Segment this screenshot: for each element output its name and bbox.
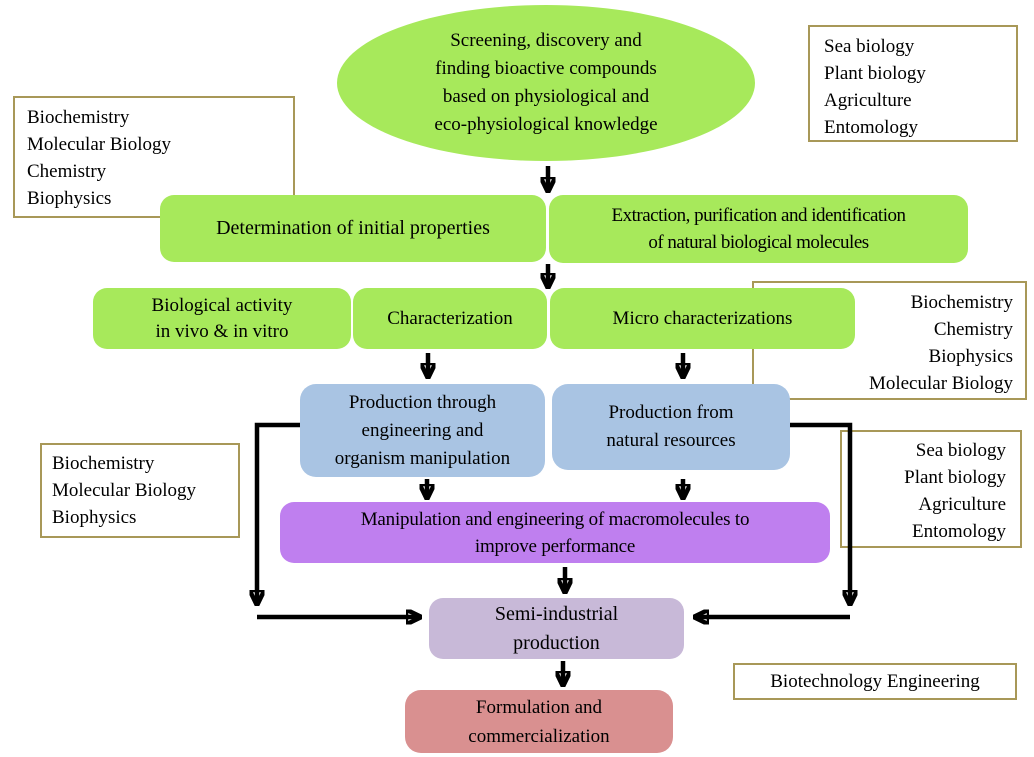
node-biological-activity: Biological activity in vivo & in vitro	[93, 288, 351, 349]
annotation-disciplines-lower-left: Biochemistry Molecular Biology Biophysic…	[40, 443, 240, 538]
node-semi-industrial-production: Semi-industrial production	[429, 598, 684, 659]
annotation-disciplines-top-left: Biochemistry Molecular Biology Chemistry…	[13, 96, 295, 218]
annotation-biotechnology-engineering: Biotechnology Engineering	[733, 663, 1017, 700]
node-micro-characterizations: Micro characterizations	[550, 288, 855, 349]
node-manipulation-macromolecules: Manipulation and engineering of macromol…	[280, 502, 830, 563]
node-extraction-purification: Extraction, purification and identificat…	[549, 195, 968, 263]
annotation-disciplines-lower-right: Sea biology Plant biology Agriculture En…	[840, 430, 1022, 548]
node-screening-discovery: Screening, discovery and finding bioacti…	[337, 5, 755, 161]
node-production-engineering: Production through engineering and organ…	[300, 384, 545, 477]
node-characterization: Characterization	[353, 288, 547, 349]
node-determination-initial-properties: Determination of initial properties	[160, 195, 546, 262]
node-production-natural-resources: Production from natural resources	[552, 384, 790, 470]
annotation-disciplines-top-right: Sea biology Plant biology Agriculture En…	[808, 25, 1018, 142]
node-formulation-commercialization: Formulation and commercialization	[405, 690, 673, 753]
